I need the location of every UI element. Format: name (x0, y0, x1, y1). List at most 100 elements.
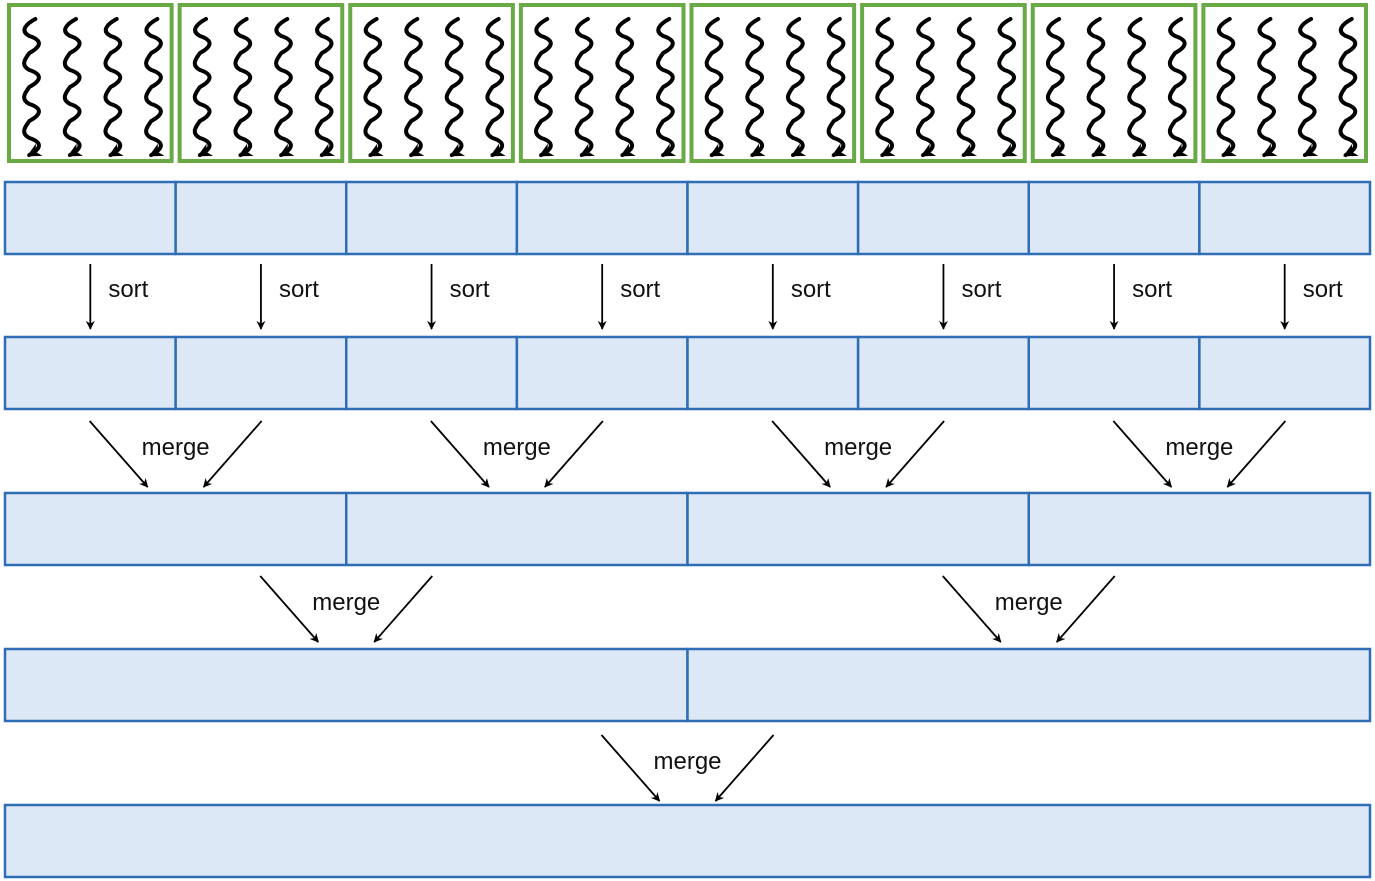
array-partition (686, 647, 1372, 723)
array-partition (686, 180, 860, 256)
merge-arrow-left (430, 420, 490, 488)
operation-arrows: sort sort sort sort sort sort sort sort merge mer… (85, 264, 1343, 802)
wavy-thread-arrow-icon (1216, 17, 1237, 157)
merge-label: merge (1165, 434, 1233, 461)
wavy-thread-arrow-icon (574, 17, 596, 157)
wavy-thread-arrow-icon (1045, 17, 1067, 157)
wavy-thread-arrow-icon (444, 17, 466, 157)
merge-arrow-right (885, 420, 945, 488)
array-partition (345, 491, 689, 567)
array-partition (856, 180, 1030, 256)
array-partition (345, 180, 519, 256)
wavy-thread-arrow-icon (404, 17, 425, 157)
array-partition (345, 335, 519, 411)
thread-block (860, 3, 1027, 163)
wavy-thread-arrow-icon (656, 17, 677, 157)
merge-label: merge (653, 748, 721, 775)
merge-arrow-left (942, 575, 1002, 643)
array-partition (174, 335, 348, 411)
wavy-thread-arrow-icon (103, 17, 124, 157)
wavy-thread-arrow-icon (22, 17, 43, 157)
wavy-thread-arrow-icon (997, 17, 1018, 157)
array-level (3, 335, 1372, 411)
merge-arrow-right (714, 734, 775, 802)
array-partition (1198, 180, 1372, 256)
thread-block (518, 3, 686, 163)
wavy-thread-arrow-icon (915, 17, 937, 157)
wavy-thread-arrow-icon (704, 17, 726, 157)
merge-arrow-right (1056, 575, 1116, 643)
wavy-thread-arrow-icon (274, 17, 295, 157)
array-partition (686, 491, 1030, 567)
merge-arrow-left (88, 420, 149, 488)
wavy-thread-arrow-icon (745, 17, 766, 157)
wavy-thread-arrow-icon (144, 17, 165, 157)
array-partition (3, 491, 348, 567)
merge-arrow-right (202, 420, 263, 488)
wavy-thread-arrow-icon (1127, 17, 1148, 157)
array-partition (174, 180, 348, 256)
wavy-thread-arrow-icon (192, 17, 214, 157)
wavy-thread-arrow-icon (314, 17, 336, 157)
array-level (3, 491, 1372, 567)
merge-arrow-left (771, 420, 831, 488)
merge-arrow-right (1226, 420, 1287, 488)
array-partition (686, 335, 860, 411)
array-partition (1027, 180, 1201, 256)
array-level (3, 647, 1372, 723)
thread-block (689, 3, 857, 163)
wavy-thread-arrow-icon (363, 17, 384, 157)
merge-arrow-left (600, 734, 661, 802)
array-partition (3, 803, 1372, 879)
sort-label: sort (279, 276, 319, 303)
array-partition (3, 335, 177, 411)
array-partition (1027, 335, 1201, 411)
thread-block (7, 3, 174, 163)
thread-block (1201, 3, 1368, 163)
wavy-thread-arrow-icon (615, 17, 636, 157)
merge-arrow-left (1112, 420, 1173, 488)
array-partition (1027, 491, 1372, 567)
wavy-thread-arrow-icon (62, 17, 84, 157)
merge-label: merge (824, 434, 892, 461)
merge-arrow-right (544, 420, 604, 488)
thread-block (348, 3, 515, 163)
sort-label: sort (961, 276, 1001, 303)
wavy-thread-arrow-icon (1257, 17, 1278, 157)
array-partition (3, 180, 177, 256)
wavy-thread-arrow-icon (485, 17, 506, 157)
wavy-thread-arrow-icon (534, 17, 555, 157)
wavy-thread-arrow-icon (956, 17, 977, 157)
sort-label: sort (1132, 276, 1172, 303)
wavy-thread-arrow-icon (1297, 17, 1319, 157)
wavy-thread-arrow-icon (1086, 17, 1107, 157)
sort-label: sort (108, 276, 148, 303)
merge-arrow-left (259, 575, 319, 643)
wavy-thread-arrow-icon (826, 17, 847, 157)
merge-label: merge (483, 434, 551, 461)
array-partition (856, 335, 1030, 411)
sort-label: sort (620, 276, 660, 303)
array-partition (515, 180, 689, 256)
array-partition (1198, 335, 1372, 411)
wavy-thread-arrow-icon (1338, 17, 1359, 157)
merge-arrow-right (373, 575, 433, 643)
thread-block (1030, 3, 1198, 163)
merge-label: merge (142, 434, 210, 461)
array-partition (3, 647, 689, 723)
thread-blocks (7, 3, 1368, 163)
array-level (3, 180, 1372, 256)
array-level (3, 803, 1372, 879)
merge-label: merge (312, 589, 380, 616)
array-levels (3, 180, 1372, 879)
wavy-thread-arrow-icon (875, 17, 896, 157)
merge-label: merge (995, 589, 1063, 616)
array-partition (515, 335, 689, 411)
sort-label: sort (450, 276, 490, 303)
wavy-thread-arrow-icon (1167, 17, 1189, 157)
thread-block (177, 3, 345, 163)
sort-label: sort (791, 276, 831, 303)
wavy-thread-arrow-icon (233, 17, 254, 157)
sort-label: sort (1303, 276, 1343, 303)
